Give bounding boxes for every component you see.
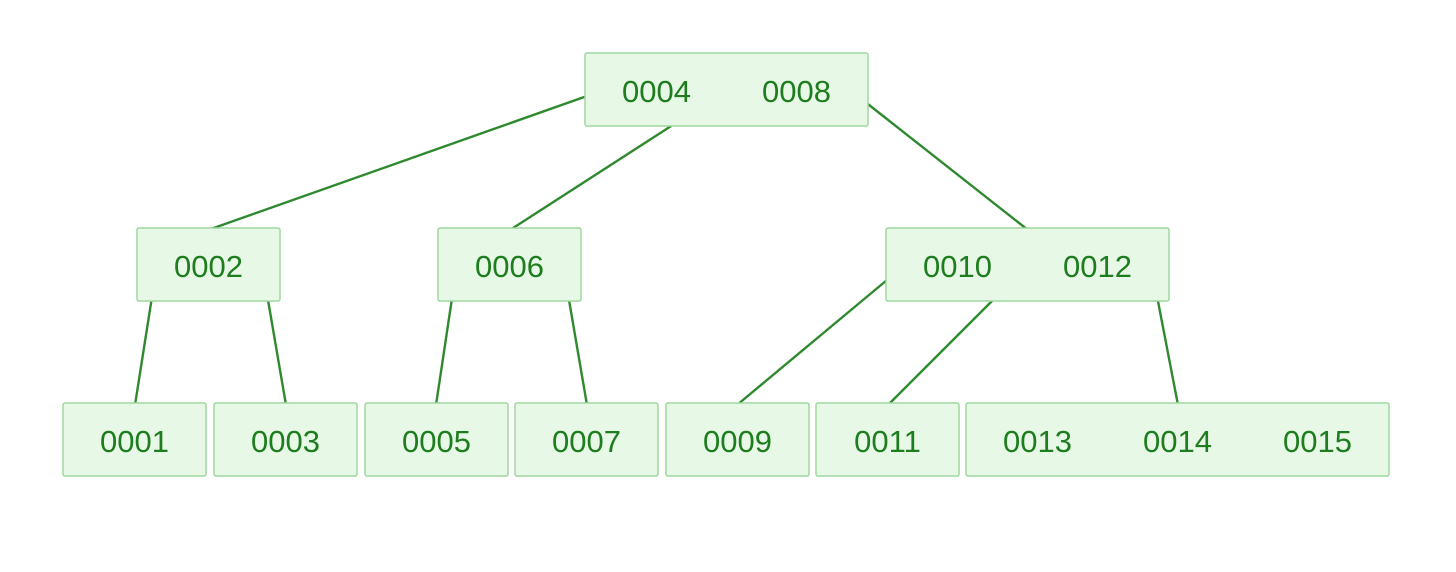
node-key: 0003 [251,424,320,459]
node-key: 0008 [762,74,831,109]
tree-edge [736,264,906,406]
tree-node: 0009 [665,402,810,477]
node-key: 0013 [1003,424,1072,459]
node-key: 0002 [174,249,243,284]
tree-node: 0013 0014 0015 [965,402,1390,477]
tree-node: 0006 [437,227,582,302]
tree-node: 0002 [136,227,281,302]
node-box [364,402,509,477]
node-key: 0005 [402,424,471,459]
node-key: 0004 [622,74,691,109]
node-box [815,402,960,477]
node-key: 0012 [1063,249,1132,284]
node-box [584,52,869,127]
node-box [213,402,358,477]
node-key: 0007 [552,424,621,459]
node-box [514,402,659,477]
tree-edge [207,88,605,232]
tree-node: 0001 [62,402,207,477]
node-key: 0015 [1283,424,1352,459]
node-box [437,227,582,302]
node-key: 0001 [100,424,169,459]
node-key: 0011 [854,424,921,459]
node-box [136,227,281,302]
tree-node: 0003 [213,402,358,477]
node-box [965,402,1390,477]
tree-node: 0005 [364,402,509,477]
node-key: 0014 [1143,424,1212,459]
node-box [885,227,1170,302]
node-box [62,402,207,477]
node-key: 0006 [475,249,544,284]
node-box [665,402,810,477]
nodes-layer: 0004 0008 0002 0006 0010 0012 0001 0003 0005 0007… [62,52,1390,477]
tree-node: 0010 0012 [885,227,1170,302]
node-key: 0009 [703,424,772,459]
tree-node: 0007 [514,402,659,477]
tree-node: 0004 0008 [584,52,869,127]
tree-node: 0011 [815,402,960,477]
tree-edge [849,89,1029,231]
node-key: 0010 [923,249,992,284]
